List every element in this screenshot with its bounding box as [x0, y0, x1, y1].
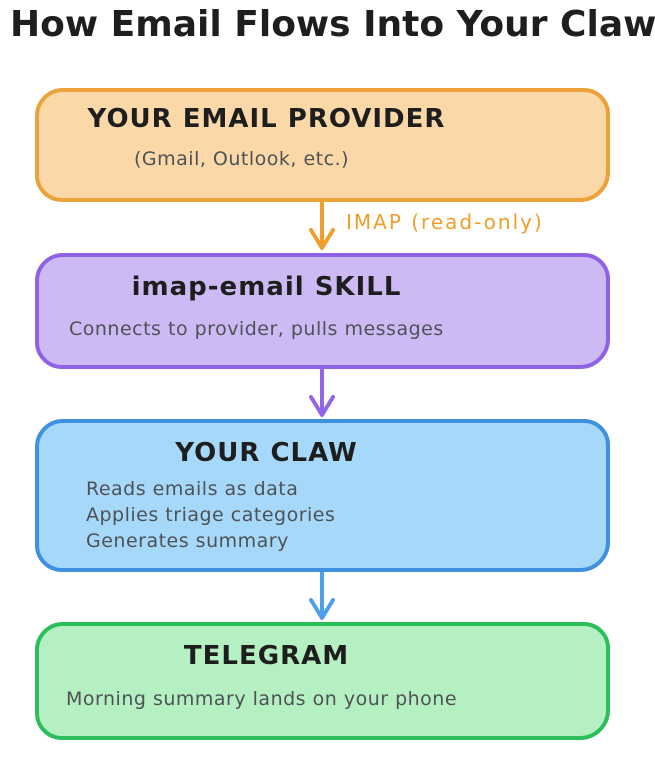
claw-line-3: Generates summary — [86, 530, 289, 552]
node-imap-email-skill: imap-email SKILL Connects to provider, p… — [35, 253, 610, 369]
arrow-claw-to-telegram — [309, 572, 335, 620]
arrow-provider-to-skill — [309, 202, 335, 250]
node-your-claw: YOUR CLAW Reads emails as data Applies t… — [35, 419, 610, 572]
node-telegram: TELEGRAM Morning summary lands on your p… — [35, 622, 610, 740]
arrow-label-imap: IMAP (read-only) — [346, 210, 544, 234]
node-imap-email-skill-title: imap-email SKILL — [131, 272, 402, 302]
node-telegram-subtitle: Morning summary lands on your phone — [66, 688, 458, 710]
node-your-claw-title: YOUR CLAW — [175, 438, 358, 468]
node-telegram-title: TELEGRAM — [183, 641, 350, 671]
arrow-head-icon — [309, 395, 335, 417]
claw-line-2: Applies triage categories — [86, 504, 336, 526]
arrow-skill-to-claw — [309, 369, 335, 417]
node-email-provider-subtitle: (Gmail, Outlook, etc.) — [134, 148, 350, 170]
node-imap-email-skill-subtitle: Connects to provider, pulls messages — [69, 318, 444, 340]
node-your-claw-body: Reads emails as data Applies triage cate… — [86, 476, 335, 554]
node-email-provider-title: YOUR EMAIL PROVIDER — [87, 104, 446, 134]
arrow-head-icon — [309, 598, 335, 620]
node-email-provider: YOUR EMAIL PROVIDER (Gmail, Outlook, etc… — [35, 88, 610, 202]
page-title: How Email Flows Into Your Claw — [10, 4, 655, 45]
arrow-head-icon — [309, 228, 335, 250]
claw-line-1: Reads emails as data — [86, 478, 299, 500]
